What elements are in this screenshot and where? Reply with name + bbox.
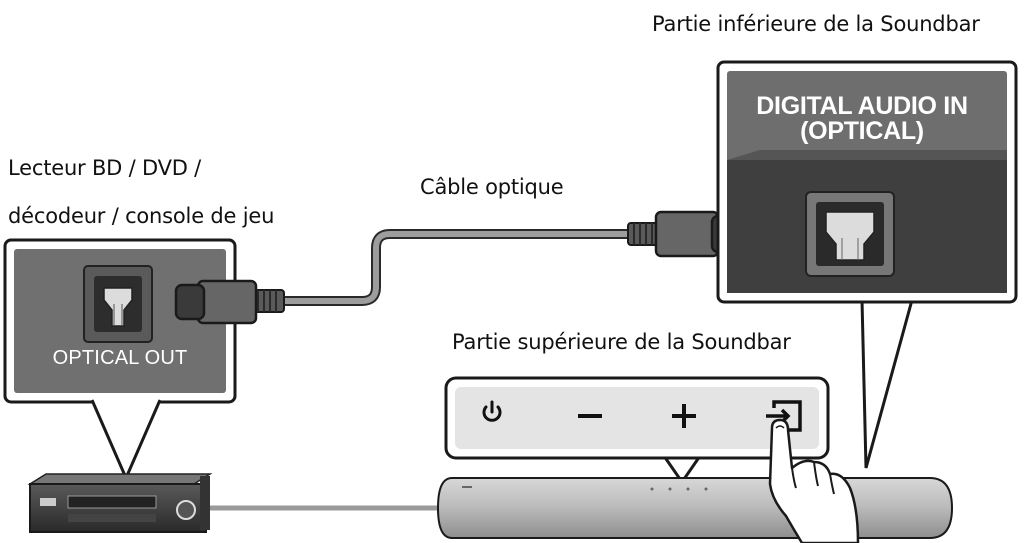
digital-audio-in-port <box>805 191 895 277</box>
soundbar-top-label: Partie supérieure de la Soundbar <box>452 330 791 354</box>
soundbar-top-callout <box>444 376 830 485</box>
optical-out-port <box>83 265 153 343</box>
optical-cable <box>275 229 637 306</box>
digital-audio-in-label: DIGITAL AUDIO IN (OPTICAL) <box>730 94 994 144</box>
soundbar-bottom-label: Partie inférieure de la Soundbar <box>652 12 980 36</box>
player-label-line1: Lecteur BD / DVD / <box>8 156 202 180</box>
pointing-hand-icon <box>768 418 860 543</box>
left-optical-plug <box>174 279 285 325</box>
volume-up-icon[interactable] <box>672 404 696 428</box>
cable-label: Câble optique <box>420 175 564 199</box>
player-label-line2: décodeur / console de jeu <box>8 204 275 228</box>
bd-dvd-player <box>27 473 444 533</box>
digital-audio-in-line2: (OPTICAL) <box>800 117 924 145</box>
soundbar-bottom-callout <box>716 60 1018 469</box>
optical-out-label: OPTICAL OUT <box>52 347 188 369</box>
player-callout <box>3 238 237 482</box>
player-label: Lecteur BD / DVD / décodeur / console de… <box>8 144 274 240</box>
digital-audio-in-line1: DIGITAL AUDIO IN <box>756 92 968 120</box>
soundbar <box>436 477 954 539</box>
power-icon[interactable] <box>482 400 502 422</box>
